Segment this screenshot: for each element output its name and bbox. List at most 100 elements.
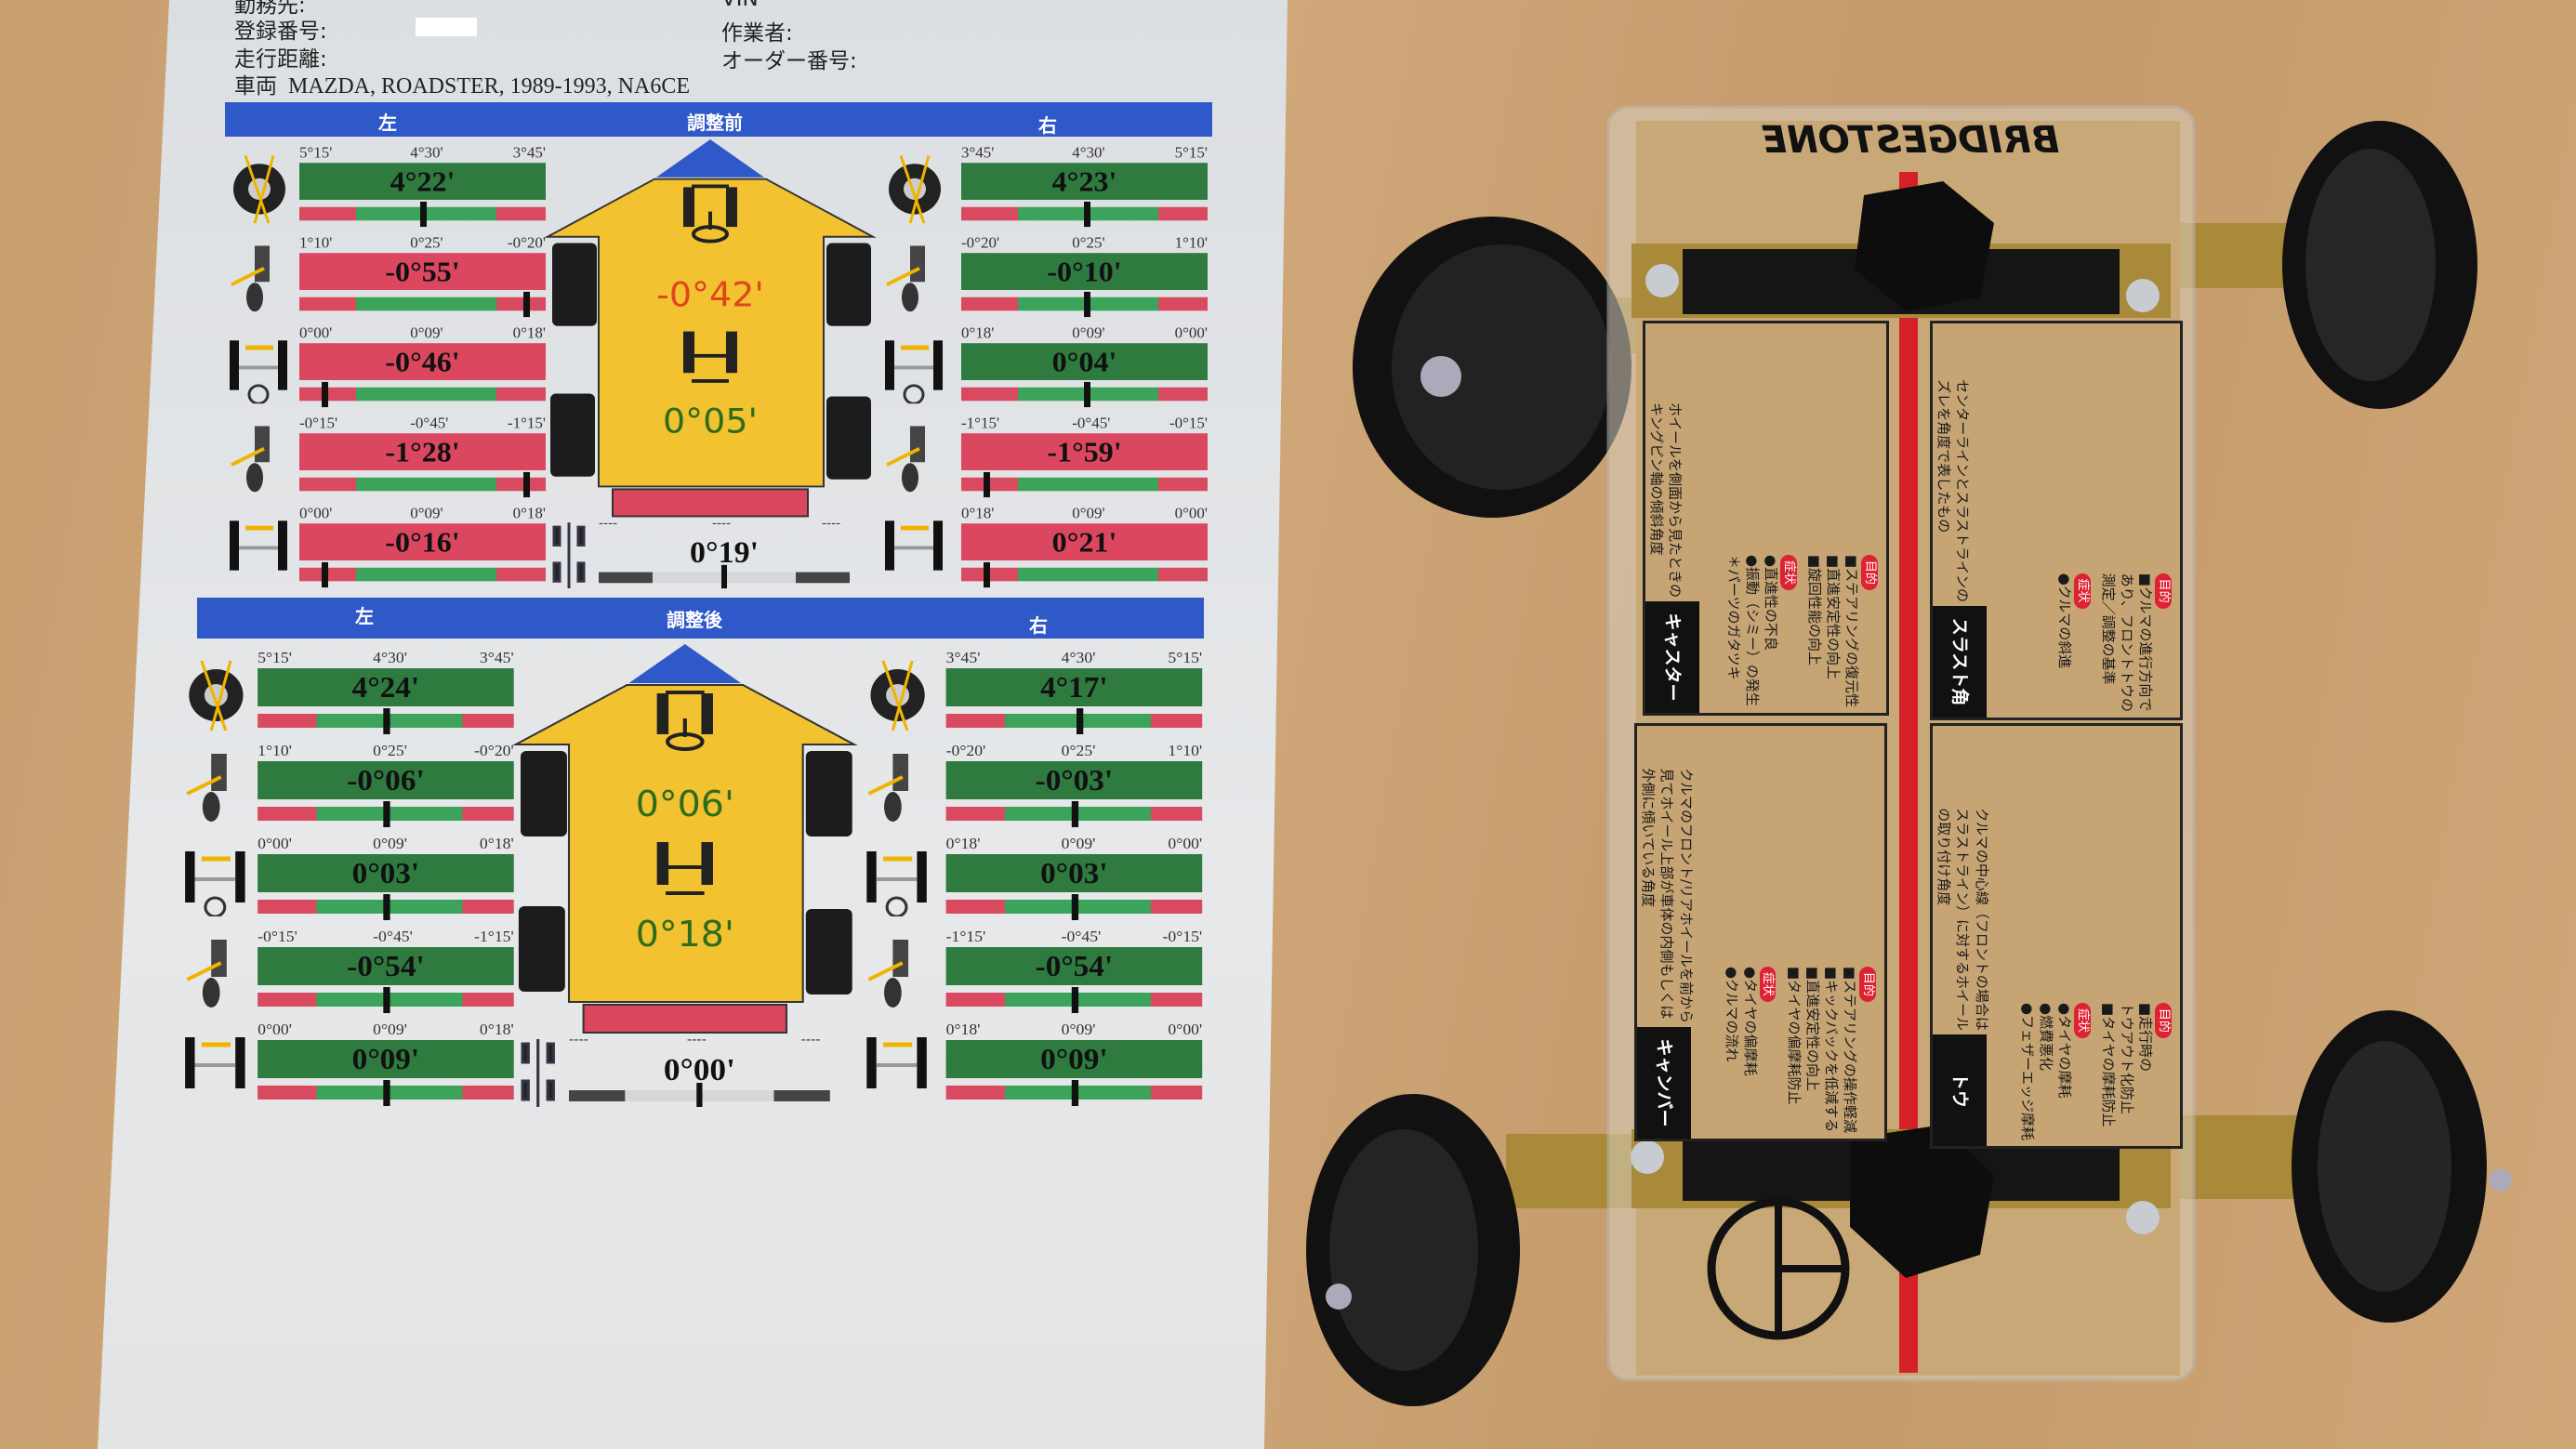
- left-caster-gauge: 5°15'4°30'3°45'4°22': [299, 144, 546, 230]
- wheel: [518, 906, 565, 992]
- measured-value: 0°03': [945, 854, 1203, 892]
- vehicle-value: MAZDA, ROADSTER, 1989-1993, NA6CE: [288, 74, 690, 99]
- measured-value: -0°10': [961, 253, 1208, 290]
- measured-value: -0°46': [299, 343, 546, 380]
- thrust-scale-label: ----: [569, 1033, 589, 1047]
- scale-tick-label: -1°15': [961, 414, 1000, 432]
- symptom-item: ●タイヤの偏摩耗: [1741, 966, 1759, 1076]
- purpose-item: ■タイヤの偏摩耗防止: [1785, 966, 1803, 1105]
- scale-tick-label: 0°18': [512, 504, 546, 522]
- rear-axle: [1631, 1125, 2171, 1278]
- gauge-scale: 3°45'4°30'5°15': [946, 649, 1203, 667]
- measured-value: -0°54': [945, 947, 1203, 985]
- scale-tick-label: 0°00': [1168, 1021, 1203, 1038]
- scale-tick-label: 0°09': [1072, 323, 1105, 342]
- scale-tick-label: 0°00': [1174, 323, 1208, 342]
- gauge-scale: 0°00'0°09'0°18': [258, 1021, 514, 1039]
- wheel-front-left: [1353, 217, 1720, 518]
- gauge-scale: 5°15'4°30'3°45': [258, 649, 514, 667]
- right-caster-gauge: 3°45'4°30'5°15'4°17': [945, 649, 1203, 737]
- purpose-item: ■直進安定性の向上: [1825, 554, 1843, 679]
- scale-tick-label: -0°45': [1072, 414, 1111, 432]
- symptom-item: ●クルマの流れ: [1723, 966, 1740, 1062]
- measured-value: 0°04': [961, 343, 1208, 380]
- rear-total-toe-value: 0°05': [663, 401, 758, 441]
- right-rear-toe-gauge: 0°18'0°09'0°00'0°09': [945, 1021, 1203, 1109]
- thrust-marker: [721, 564, 727, 589]
- workplace-label: 勤務先:: [234, 0, 306, 18]
- scale-tick-label: 0°00': [1168, 835, 1203, 852]
- scale-tick-label: 0°18': [945, 835, 981, 852]
- left-caster-gauge: 5°15'4°30'3°45'4°24': [258, 649, 514, 737]
- value-marker: [1071, 894, 1078, 920]
- symptom-list: 症状●クルマの斜進: [2055, 573, 2094, 712]
- wheel: [826, 243, 871, 326]
- scale-tick-label: 3°45': [512, 143, 546, 162]
- right-toe-gauge: 0°18'0°09'0°00'0°04': [961, 324, 1208, 410]
- purpose-badge: 目的: [1861, 554, 1878, 590]
- order-number-label: オーダー番号:: [721, 49, 857, 73]
- right-camber-gauge: -0°20'0°25'1°10'-0°03': [945, 742, 1203, 830]
- car-body: [544, 178, 877, 488]
- scale-tick-label: -1°15': [474, 928, 514, 945]
- value-marker: [1084, 291, 1091, 318]
- left-camber-gauge: 1°10'0°25'-0°20'-0°55': [299, 234, 546, 320]
- steering-symbol-icon: [1707, 1197, 1850, 1340]
- left-toe-gauge: 0°00'0°09'0°18'0°03': [258, 835, 514, 923]
- rear-bumper: [582, 1004, 788, 1034]
- registration-label: 登録番号:: [234, 20, 327, 44]
- scale-tick-label: 0°09': [373, 835, 407, 852]
- gauge-scale: 5°15'4°30'3°45': [299, 144, 546, 162]
- purpose-item: ■ステアリングの復元性: [1843, 554, 1861, 707]
- scale-tick-label: 0°00': [299, 504, 333, 522]
- tolerance-range-bar: [945, 714, 1203, 728]
- symptom-list: 症状●タイヤの偏摩耗●クルマの流れ: [1722, 966, 1778, 1133]
- purpose-list: 目的■走行時のトウアウト化防止■タイヤの摩耗防止: [2099, 1002, 2174, 1140]
- camber-icon: [882, 242, 947, 314]
- info-card-0: キャスターホイールを側面から見たときのキングピン軸の傾斜角度目的■ステアリングの…: [1643, 321, 1889, 716]
- symptom-badge: 症状: [2074, 573, 2091, 609]
- left-label: 左: [355, 605, 374, 627]
- tolerance-range-bar: [299, 567, 546, 582]
- scale-tick-label: 0°09': [1061, 1021, 1096, 1038]
- scale-tick-label: -0°20': [474, 742, 514, 759]
- scale-tick-label: 5°15': [1174, 143, 1208, 162]
- scale-tick-label: 0°09': [1072, 504, 1105, 522]
- scale-tick-label: 4°30': [410, 143, 443, 162]
- description-line: スラストライン）に対するホイール: [1954, 808, 1972, 1031]
- wheel: [805, 751, 852, 836]
- scale-tick-label: 0°09': [410, 323, 443, 342]
- info-card-lists: 目的■ステアリングの操作軽減■キックバックを低減する■直進安定性の向上■タイヤの…: [1722, 966, 1879, 1133]
- purpose-item: あり、フロントトウの: [2119, 573, 2136, 712]
- camber-icon: [227, 242, 292, 314]
- left-camber-gauge: 1°10'0°25'-0°20'-0°06': [258, 742, 514, 830]
- after-adjustment-panel: 5°15'4°30'3°45'4°24'1°10'0°25'-0°20'-0°0…: [182, 644, 1207, 1113]
- info-card-content: トウクルマの中心線（フロントの場合はスラストライン）に対するホイールの取り付け角…: [1933, 726, 2180, 1146]
- gauge-scale: -0°20'0°25'1°10': [961, 234, 1208, 252]
- rear-camber-icon: [864, 935, 931, 1009]
- measured-value: -1°59': [961, 433, 1208, 470]
- purpose-list: 目的■ステアリングの操作軽減■キックバックを低減する■直進安定性の向上■タイヤの…: [1784, 966, 1879, 1133]
- front-axle: [1631, 181, 2171, 318]
- measured-value: 4°22': [299, 163, 546, 200]
- thrust-angle-value: 0°19': [689, 535, 760, 570]
- scale-tick-label: 0°25': [410, 233, 443, 252]
- rear-toe-icon: [182, 1028, 250, 1102]
- wheel-rear-right: [2175, 1010, 2512, 1323]
- gauge-scale: -1°15'-0°45'-0°15': [946, 928, 1203, 946]
- description-line: の取り付け角度: [1935, 808, 1953, 906]
- scale-tick-label: 1°10': [1168, 742, 1203, 759]
- gauge-scale: 0°00' 0°09' 0°18': [299, 505, 546, 522]
- scale-tick-label: 4°30': [373, 649, 407, 666]
- rear-toe-icon: [864, 1028, 931, 1102]
- scale-tick-label: 0°09': [410, 504, 443, 522]
- tolerance-range-bar: [299, 296, 546, 311]
- front-axle-icon: [683, 184, 737, 244]
- info-card-title: キャンバー: [1637, 1027, 1691, 1139]
- center-line: [1899, 172, 1918, 1373]
- purpose-item: 測定／調整の基準: [2099, 573, 2117, 685]
- purpose-item: ■タイヤの摩耗防止: [2099, 1002, 2117, 1127]
- right-rear-toe-gauge: 0°18'0°09'0°00'0°21': [961, 505, 1208, 590]
- caster-icon: [227, 151, 292, 224]
